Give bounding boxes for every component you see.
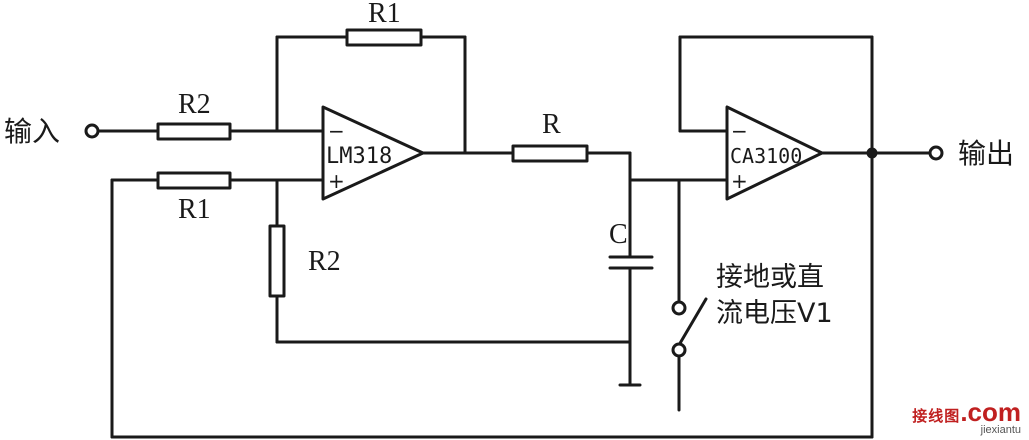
watermark: 接线图.com jiexiantu: [912, 399, 1021, 436]
output-terminal: [928, 145, 944, 161]
label-r2-input: R2: [178, 89, 211, 120]
resistor-r2-vertical: [268, 224, 286, 298]
switch-contact-top: [671, 300, 687, 316]
opamp-lm318-label: LM318: [326, 144, 392, 169]
input-terminal: [84, 123, 100, 139]
opamp-lm318: [321, 105, 425, 201]
opamp-ca3100-label: CA3100: [730, 144, 802, 168]
switch-blade: [677, 297, 708, 347]
label-r1-lower: R1: [178, 194, 211, 225]
label-r: R: [542, 109, 561, 140]
lm318-minus-sign: −: [328, 119, 345, 143]
ca3100-minus-sign: −: [731, 119, 748, 143]
switch-contact-bottom: [671, 342, 687, 358]
watermark-sub: jiexiantu: [980, 424, 1021, 436]
watermark-brand: 接线图: [912, 408, 961, 425]
label-r2-vertical: R2: [308, 246, 341, 277]
resistor-r1-feedback: [345, 28, 423, 47]
label-input: 输入: [4, 115, 60, 148]
label-c: C: [609, 219, 628, 250]
opamp-ca3100: [725, 105, 824, 201]
label-output: 输出: [958, 137, 1014, 170]
resistor-r: [511, 144, 589, 163]
ca3100-plus-sign: +: [731, 169, 748, 193]
label-switch-line1: 接地或直: [716, 262, 824, 293]
lm318-plus-sign: +: [328, 169, 345, 193]
watermark-domain: .com: [960, 397, 1021, 427]
label-switch-line2: 流电压V1: [716, 298, 833, 329]
resistor-r1-lower: [156, 171, 232, 190]
resistor-r2-input: [156, 122, 232, 141]
label-r1-top: R1: [368, 0, 401, 29]
